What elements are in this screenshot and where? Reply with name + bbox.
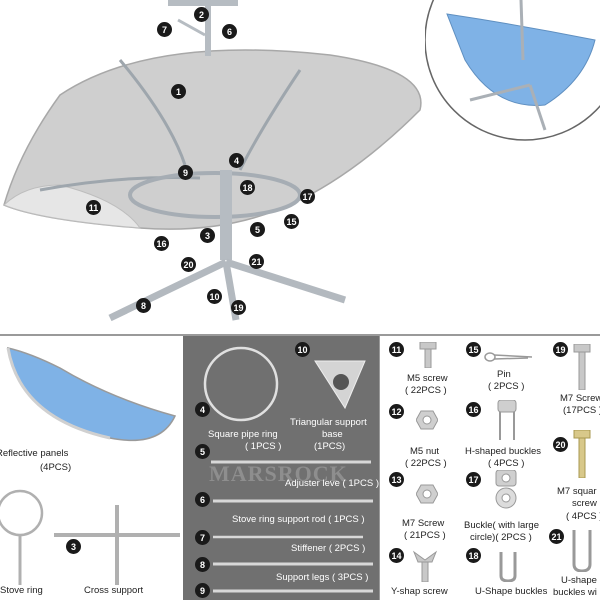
adjuster-label: Adjuster leve ( 1PCS ) [285, 478, 379, 489]
callout-3-part: 3 [66, 539, 81, 554]
part-17-name: Buckle( with large [464, 520, 539, 531]
part-18-name: U-Shape buckles [475, 586, 548, 597]
support-legs-label: Support legs ( 3PCS ) [276, 572, 369, 583]
stove-rod-image [213, 499, 373, 503]
part-13-qty: ( 21PCS ) [404, 530, 446, 541]
callout-5: 5 [250, 222, 265, 237]
callout-6: 6 [222, 24, 237, 39]
m7-screw-icon [573, 344, 591, 390]
cross-support-label: Cross support [84, 585, 144, 596]
part-16-num: 16 [466, 402, 481, 417]
part-16-qty: ( 4PCS ) [488, 458, 525, 469]
u-shape-buckle-icon [572, 530, 592, 572]
callout-18: 18 [240, 180, 255, 195]
part-19-name: M7 Screw [560, 393, 600, 404]
callout-9-part: 9 [195, 583, 210, 598]
part-20-name: M7 squar [557, 486, 597, 497]
inset-assembled-view [425, 0, 600, 141]
callout-1: 1 [171, 84, 186, 99]
stove-ring-label: Stove ring [0, 585, 43, 596]
callout-4-part: 4 [195, 402, 210, 417]
callout-7: 7 [157, 22, 172, 37]
square-pipe-ring-image [203, 346, 279, 422]
callout-16: 16 [154, 236, 169, 251]
pin-icon [484, 352, 532, 362]
part-15-num: 15 [466, 342, 481, 357]
rod-9-image [213, 589, 373, 593]
part-19-qty: (17PCS ) [563, 405, 600, 416]
reflective-panel-image [6, 347, 177, 442]
large-circle-buckle-icon [495, 470, 517, 509]
callout-7-part: 7 [195, 530, 210, 545]
solar-cooker-assembly [3, 0, 422, 322]
h-buckle-icon [497, 400, 517, 440]
square-pipe-qty: ( 1PCS ) [245, 441, 282, 452]
square-pipe-ring-label: Square pipe ring [208, 429, 278, 440]
cross-support-image [54, 505, 180, 585]
part-12-num: 12 [389, 404, 404, 419]
callout-4: 4 [229, 153, 244, 168]
part-18-num: 18 [466, 548, 481, 563]
part-15-name: Pin [497, 369, 511, 380]
callout-8-part: 8 [195, 557, 210, 572]
reflective-qty-label: (4PCS) [40, 462, 72, 473]
callout-20: 20 [181, 257, 196, 272]
stove-ring-rod-label: Stove ring support rod ( 1PCS ) [232, 514, 365, 525]
part-15-qty: ( 2PCS ) [488, 381, 525, 392]
adjuster-rod-image [211, 460, 371, 464]
callout-10-part: 10 [295, 342, 310, 357]
part-17-name2: circle)( 2PCS ) [470, 532, 532, 543]
part-13-num: 13 [389, 472, 404, 487]
callout-17: 17 [300, 189, 315, 204]
m7-screw-nut-icon [416, 484, 438, 504]
part-11-name: M5 screw [407, 373, 448, 384]
part-16-name: H-shaped buckles [465, 446, 542, 457]
callout-21: 21 [249, 254, 264, 269]
part-14-name: Y-shap screw [391, 586, 448, 597]
part-13-name: M7 Screw [402, 518, 445, 529]
callout-10: 10 [207, 289, 222, 304]
m5-screw-icon [419, 342, 437, 368]
stove-ring-image [0, 489, 44, 585]
part-20-num: 20 [553, 437, 568, 452]
callout-5-part: 5 [195, 444, 210, 459]
triangular-qty: (1PCS) [314, 441, 346, 452]
part-21-num: 21 [549, 529, 564, 544]
reflective-panels-label: Reflective panels [0, 448, 69, 459]
stiffener-label: Stiffener ( 2PCS ) [291, 543, 366, 554]
part-12-name: M5 nut [410, 446, 440, 457]
callout-6-part: 6 [195, 492, 210, 507]
callout-3: 3 [200, 228, 215, 243]
callout-15: 15 [284, 214, 299, 229]
callout-9: 9 [178, 165, 193, 180]
triangular-base-label: base [322, 429, 343, 440]
callout-19: 19 [231, 300, 246, 315]
part-20-name2: screw [572, 498, 597, 509]
callout-11: 11 [86, 200, 101, 215]
part-20-qty: ( 4PCS ) [566, 511, 600, 522]
horizontal-divider [0, 334, 600, 336]
callout-8: 8 [136, 298, 151, 313]
support-legs-image [213, 562, 373, 566]
part-12-qty: ( 22PCS ) [405, 458, 447, 469]
vertical-divider [379, 336, 380, 600]
part-21-name: U-shape [561, 575, 597, 586]
part-19-num: 19 [553, 342, 568, 357]
u-buckle-icon [499, 552, 517, 582]
part-11-num: 11 [389, 342, 404, 357]
part-14-num: 14 [389, 548, 404, 563]
m7-square-screw-icon [573, 430, 591, 478]
callout-2: 2 [194, 7, 209, 22]
parts-panel-middle: 10 4 Square pipe ring ( 1PCS ) Triangula… [183, 336, 379, 600]
stiffener-image [213, 535, 363, 539]
m5-nut-icon [416, 410, 438, 430]
part-11-qty: ( 22PCS ) [405, 385, 447, 396]
triangular-support-label: Triangular support [290, 417, 367, 428]
y-shape-screw-icon [412, 550, 438, 582]
part-17-num: 17 [466, 472, 481, 487]
triangular-base-image [314, 360, 366, 410]
part-21-name2: buckles wi [553, 587, 597, 598]
watermark: MARSROCK [209, 461, 348, 486]
